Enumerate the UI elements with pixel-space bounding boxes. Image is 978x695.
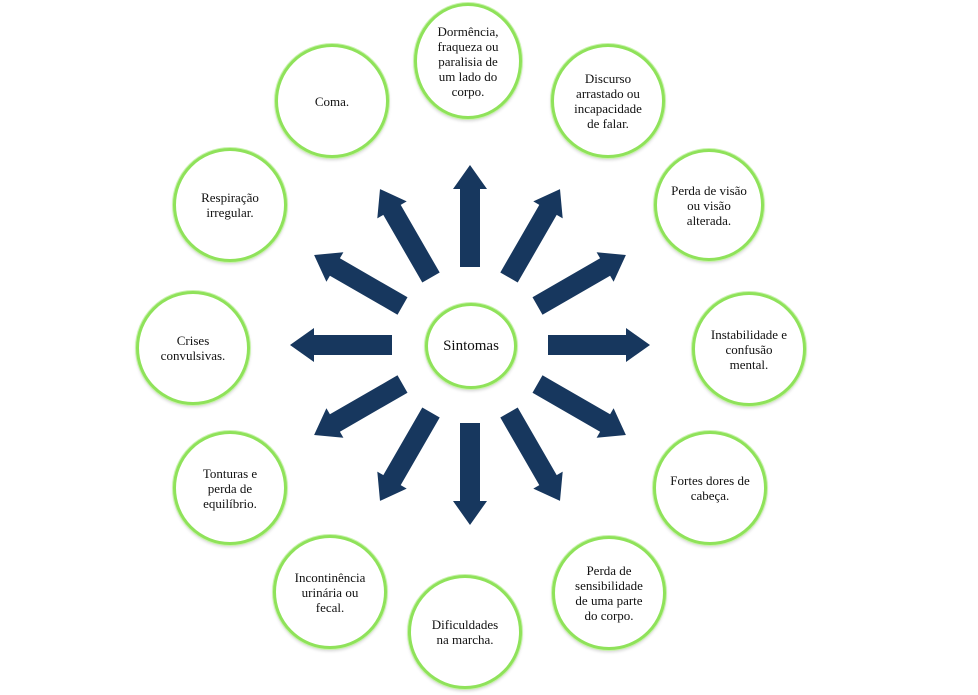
node-tonturas: Tonturas e perda de equilíbrio. bbox=[173, 431, 287, 545]
node-sensibilidade: Perda de sensibilidade de uma parte do c… bbox=[552, 536, 666, 650]
node-label-visao: Perda de visão ou visão alterada. bbox=[671, 182, 747, 228]
node-label-dormencia: Dormência, fraqueza ou paralisia de um l… bbox=[437, 23, 499, 99]
arrow-to-dormencia bbox=[453, 165, 487, 267]
arrow-to-respiracao bbox=[314, 252, 408, 315]
node-label-discurso: Discurso arrastado ou incapacidade de fa… bbox=[574, 71, 642, 131]
node-instabilidade: Instabilidade e confusão mental. bbox=[692, 292, 806, 406]
arrow-to-sensibilidade bbox=[500, 407, 563, 501]
node-label-coma: Coma. bbox=[314, 93, 350, 109]
node-incontinencia: Incontinência urinária ou fecal. bbox=[273, 535, 387, 649]
node-label-tonturas: Tonturas e perda de equilíbrio. bbox=[202, 465, 258, 511]
arrow-to-instabilidade bbox=[548, 328, 650, 362]
node-label-marcha: Dificuldades na marcha. bbox=[431, 617, 499, 647]
arrow-to-crises bbox=[290, 328, 392, 362]
arrow-to-dores bbox=[532, 375, 626, 438]
arrow-to-incontinencia bbox=[377, 407, 440, 501]
arrow-to-tonturas bbox=[314, 375, 408, 438]
arrow-to-marcha bbox=[453, 423, 487, 525]
arrow-to-coma bbox=[377, 189, 440, 283]
node-crises: Crises convulsivas. bbox=[136, 291, 250, 405]
node-visao: Perda de visão ou visão alterada. bbox=[654, 149, 764, 261]
node-dormencia: Dormência, fraqueza ou paralisia de um l… bbox=[414, 3, 522, 119]
center-label: Sintomas bbox=[443, 337, 499, 354]
center-node-sintomas: Sintomas bbox=[425, 303, 517, 389]
node-label-dores: Fortes dores de cabeça. bbox=[670, 473, 750, 503]
node-discurso: Discurso arrastado ou incapacidade de fa… bbox=[551, 44, 665, 158]
arrow-to-discurso bbox=[500, 189, 563, 283]
node-dores: Fortes dores de cabeça. bbox=[653, 431, 767, 545]
node-label-incontinencia: Incontinência urinária ou fecal. bbox=[294, 569, 366, 615]
node-label-instabilidade: Instabilidade e confusão mental. bbox=[710, 326, 788, 372]
node-respiracao: Respiração irregular. bbox=[173, 148, 287, 262]
node-marcha: Dificuldades na marcha. bbox=[408, 575, 522, 689]
node-label-sensibilidade: Perda de sensibilidade de uma parte do c… bbox=[575, 563, 643, 623]
node-label-respiracao: Respiração irregular. bbox=[201, 190, 259, 220]
node-label-crises: Crises convulsivas. bbox=[160, 333, 226, 363]
arrow-to-visao bbox=[532, 252, 626, 315]
node-coma: Coma. bbox=[275, 44, 389, 158]
